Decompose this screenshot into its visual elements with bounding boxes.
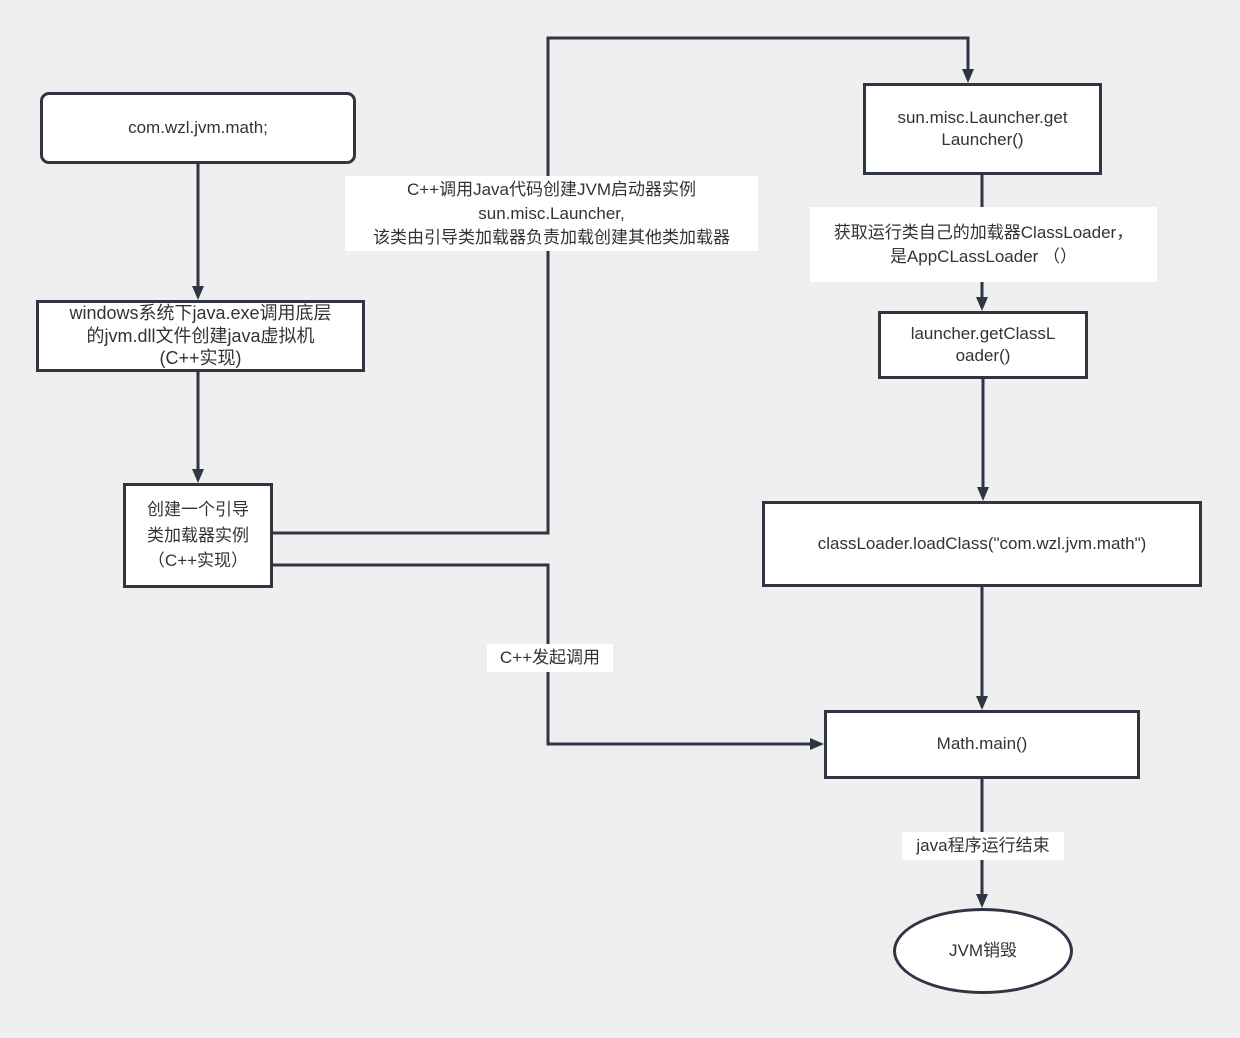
arrowhead-getlauncher xyxy=(962,69,974,83)
arrowhead-mathmain-left xyxy=(810,738,824,750)
edge-label-cpp-invoke: C++发起调用 xyxy=(487,644,613,672)
arrowhead-mathmain-top xyxy=(976,696,988,710)
arrowhead-getclassloader xyxy=(976,297,988,311)
node-bootstrap-classloader: 创建一个引导 类加载器实例 （C++实现） xyxy=(123,483,273,588)
edge-bootstrap-to-getlauncher xyxy=(273,36,970,535)
node-get-classloader: launcher.getClassL oader() xyxy=(878,311,1088,379)
arrowhead-windows xyxy=(192,286,204,300)
edge-label-create-launcher: C++调用Java代码创建JVM启动器实例 sun.misc.Launcher,… xyxy=(345,176,758,251)
arrowhead-bootstrap xyxy=(192,469,204,483)
node-math-main: Math.main() xyxy=(824,710,1140,779)
node-load-class: classLoader.loadClass("com.wzl.jvm.math"… xyxy=(762,501,1202,587)
arrowhead-loadclass xyxy=(977,487,989,501)
edge-label-app-classloader: 获取运行类自己的加载器ClassLoader， 是AppCLassLoader … xyxy=(810,207,1157,282)
node-windows-jvm: windows系统下java.exe调用底层 的jvm.dll文件创建java虚… xyxy=(36,300,365,372)
node-jvm-destroy: JVM销毁 xyxy=(893,908,1073,994)
node-get-launcher: sun.misc.Launcher.get Launcher() xyxy=(863,83,1102,175)
node-com-math: com.wzl.jvm.math; xyxy=(40,92,356,164)
arrowhead-jvmdestroy xyxy=(976,894,988,908)
edge-label-java-finish: java程序运行结束 xyxy=(902,832,1064,860)
